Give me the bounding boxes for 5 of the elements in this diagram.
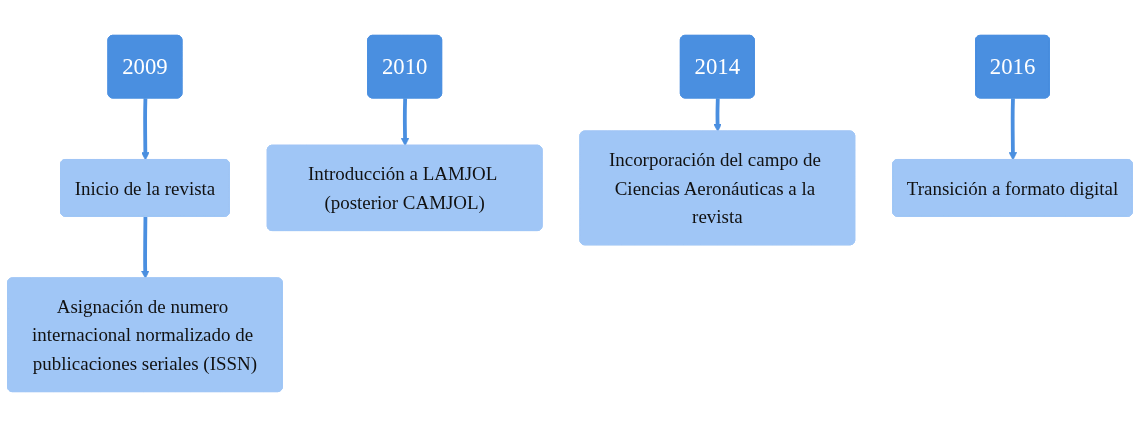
arrow [141, 98, 150, 161]
arrow [400, 98, 410, 147]
arrow [713, 98, 722, 132]
arrow [1008, 98, 1018, 161]
arrow [141, 216, 150, 279]
